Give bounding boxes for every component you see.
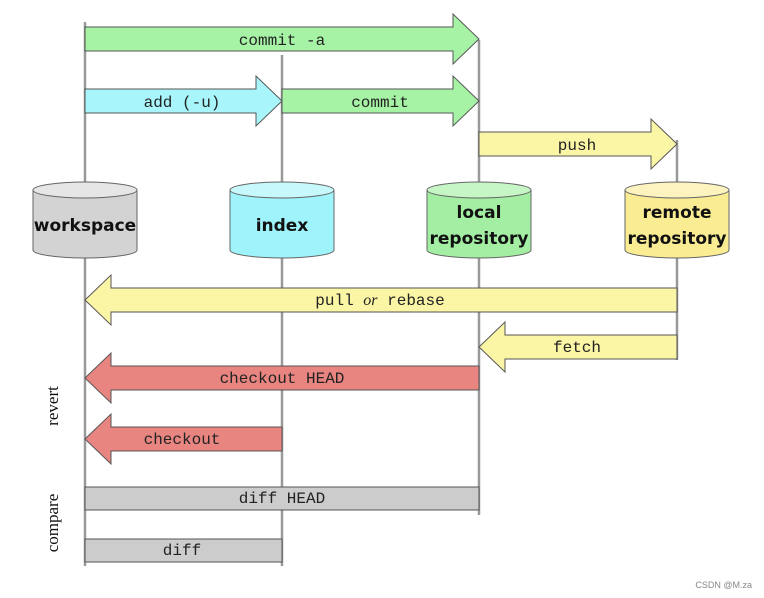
or-label: or xyxy=(363,292,378,309)
index-label: index xyxy=(256,216,309,236)
diff-bar xyxy=(84,538,283,563)
push-label: push xyxy=(558,137,596,155)
commit-a-arrow xyxy=(84,12,480,66)
local-repository-node: local repository xyxy=(426,181,532,259)
fetch-arrow xyxy=(478,320,678,374)
watermark: CSDN @M.za xyxy=(695,580,752,590)
diff-head-bar xyxy=(84,486,480,511)
diff-label: diff xyxy=(163,542,201,560)
remote-repository-label-line2: repository xyxy=(628,229,727,249)
remote-repository-cylinder xyxy=(624,190,730,259)
commit-label: commit xyxy=(351,94,409,112)
commit-arrow xyxy=(281,74,480,128)
pull-label: pull xyxy=(315,292,353,310)
remote-repository-node: remote repository xyxy=(624,181,730,259)
commit-a-label: commit -a xyxy=(239,32,326,50)
rebase-label: rebase xyxy=(387,292,445,310)
push-arrow xyxy=(478,117,678,171)
checkout-label: checkout xyxy=(144,431,221,449)
local-repository-label-line2: repository xyxy=(430,229,529,249)
pull-rebase-arrow xyxy=(84,273,678,327)
diff-head-label: diff HEAD xyxy=(239,490,325,508)
checkout-head-arrow xyxy=(84,351,480,405)
index-cylinder xyxy=(229,190,335,259)
remote-repository-cylinder-top xyxy=(624,181,730,199)
revert-side-label: revert xyxy=(43,386,62,426)
add-label: add (-u) xyxy=(144,94,221,112)
fetch-label: fetch xyxy=(553,339,601,357)
remote-repository-label-line1: remote xyxy=(643,203,712,223)
workspace-cylinder xyxy=(32,190,138,259)
pull-rebase-label: pull or rebase xyxy=(315,292,444,310)
checkout-arrow xyxy=(84,412,283,466)
workspace-node: workspace xyxy=(32,181,138,259)
index-node: index xyxy=(229,181,335,259)
workspace-label: workspace xyxy=(34,216,136,236)
workspace-cylinder-top xyxy=(32,181,138,199)
local-repository-cylinder-top xyxy=(426,181,532,199)
compare-side-label: compare xyxy=(43,494,62,553)
checkout-head-label: checkout HEAD xyxy=(220,370,345,388)
add-arrow xyxy=(84,74,283,128)
local-repository-label-line1: local xyxy=(457,203,502,223)
local-repository-cylinder xyxy=(426,190,532,259)
index-cylinder-top xyxy=(229,181,335,199)
